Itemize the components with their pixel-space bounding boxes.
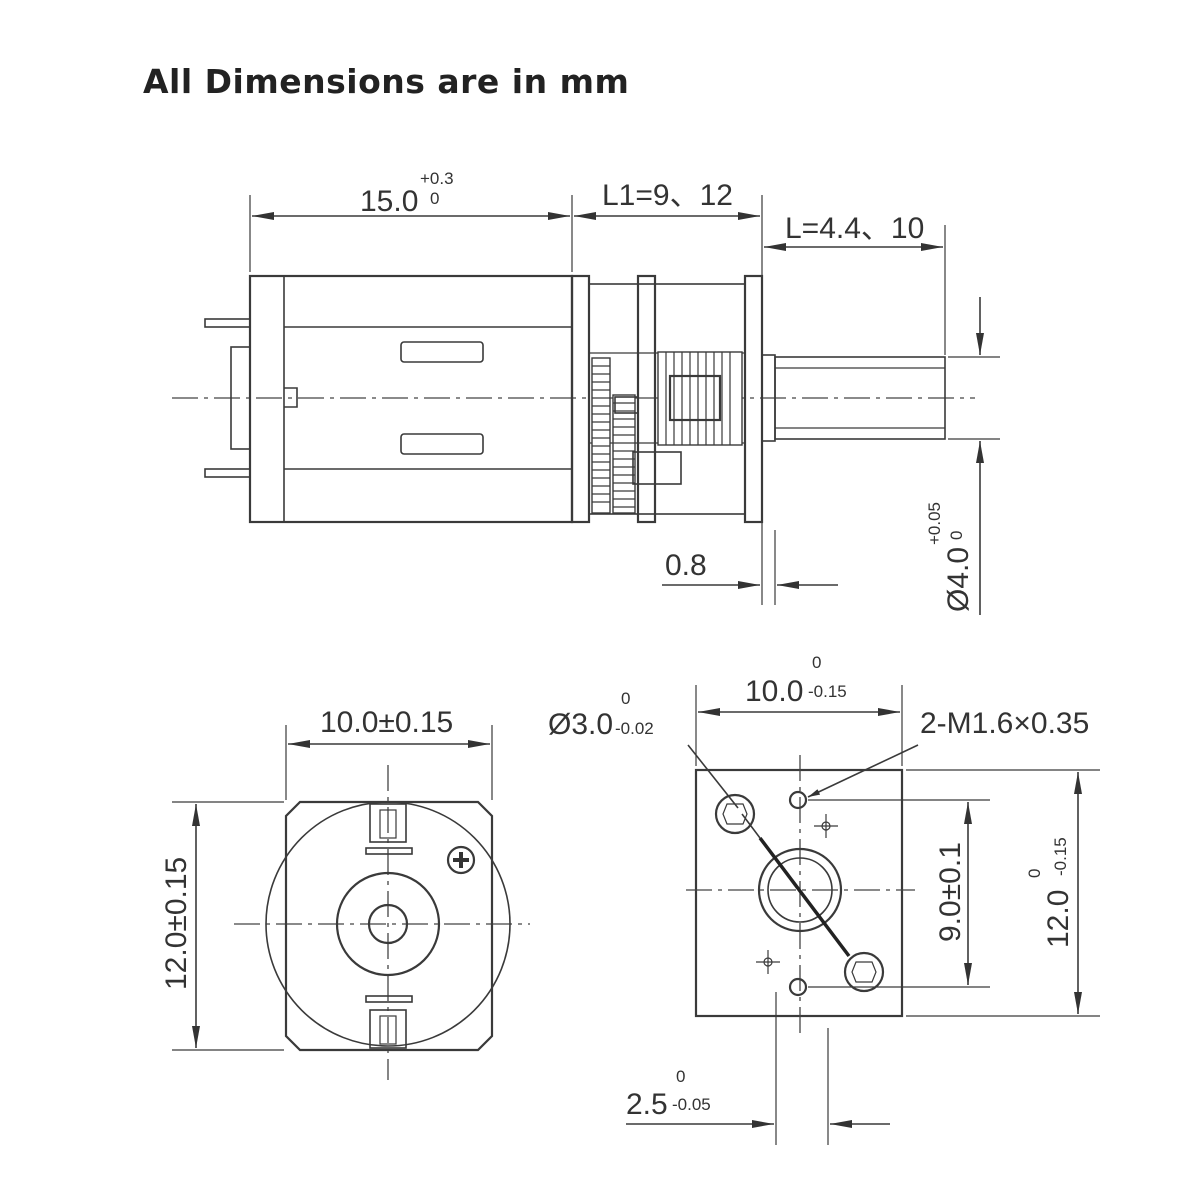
boss-dia-label: Ø3.0 [548,708,613,741]
offset-tol-lower: -0.05 [672,1095,711,1114]
front-view: Ø3.0 0 -0.02 2-M1.6×0.35 10.0 0 -0.15 9.… [548,653,1100,1145]
front-width-tol-lower: -0.15 [808,682,847,701]
bearing-boss [335,871,441,977]
rear-view: 10.0±0.15 12.0±0.15 [160,706,530,1080]
brush-terminal-top [369,803,407,843]
boss-tol-lower: -0.02 [615,719,654,738]
output-shaft [774,356,946,440]
terminal-pin-bottom [204,468,251,478]
offset-label: 2.5 [626,1088,668,1121]
front-width-label: 10.0 [745,675,803,708]
shaft-dia-tol-lower: 0 [947,531,966,540]
motor-length-label: 15.0 [360,185,418,218]
shaft-dia-label: Ø4.0 [942,547,975,612]
brush-terminal-bottom [369,1009,407,1049]
bearing-hole [367,903,409,945]
front-face [694,768,904,1018]
gearbox [570,274,764,524]
locating-pin-icon [714,793,885,993]
motor-slot-top [400,341,484,363]
front-height-tol-lower: -0.15 [1051,837,1070,876]
threaded-hole-top [788,790,808,810]
rear-housing [284,800,494,1052]
output-boss [757,847,843,933]
crosshair-icon [756,814,838,974]
offset-tol-upper: 0 [676,1067,685,1086]
motor-slot-bottom [400,433,484,455]
hole-spacing-label: 9.0±0.1 [934,842,967,942]
threaded-hole-bottom [788,977,808,997]
gearbox-length-label: L1=9、12 [602,179,733,212]
rear-end-cap-outline [265,801,511,1047]
front-height-tol-upper: 0 [1025,869,1044,878]
gear-train [591,351,743,514]
front-height-label: 12.0 [1042,890,1075,948]
motor-length-tol-upper: +0.3 [420,169,454,188]
flange-label: 0.8 [665,549,707,582]
thread-label: 2-M1.6×0.35 [920,707,1089,740]
shaft-length-label: L=4.4、10 [785,212,924,245]
rear-width-label: 10.0±0.15 [320,706,453,739]
page-title: All Dimensions are in mm [143,62,630,101]
rear-height-label: 12.0±0.15 [160,857,193,990]
side-view: 15.0 +0.3 0 L1=9、12 L=4.4、10 0.8 Ø4.0 +0… [172,169,1000,615]
boss-tol-upper: 0 [621,689,630,708]
motor-body [248,274,574,524]
motor-length-tol-lower: 0 [430,189,439,208]
terminal-pin-top [204,318,251,328]
shaft-dia-tol-upper: +0.05 [925,502,944,545]
front-width-tol-upper: 0 [812,653,821,672]
screw-icon [446,845,476,875]
